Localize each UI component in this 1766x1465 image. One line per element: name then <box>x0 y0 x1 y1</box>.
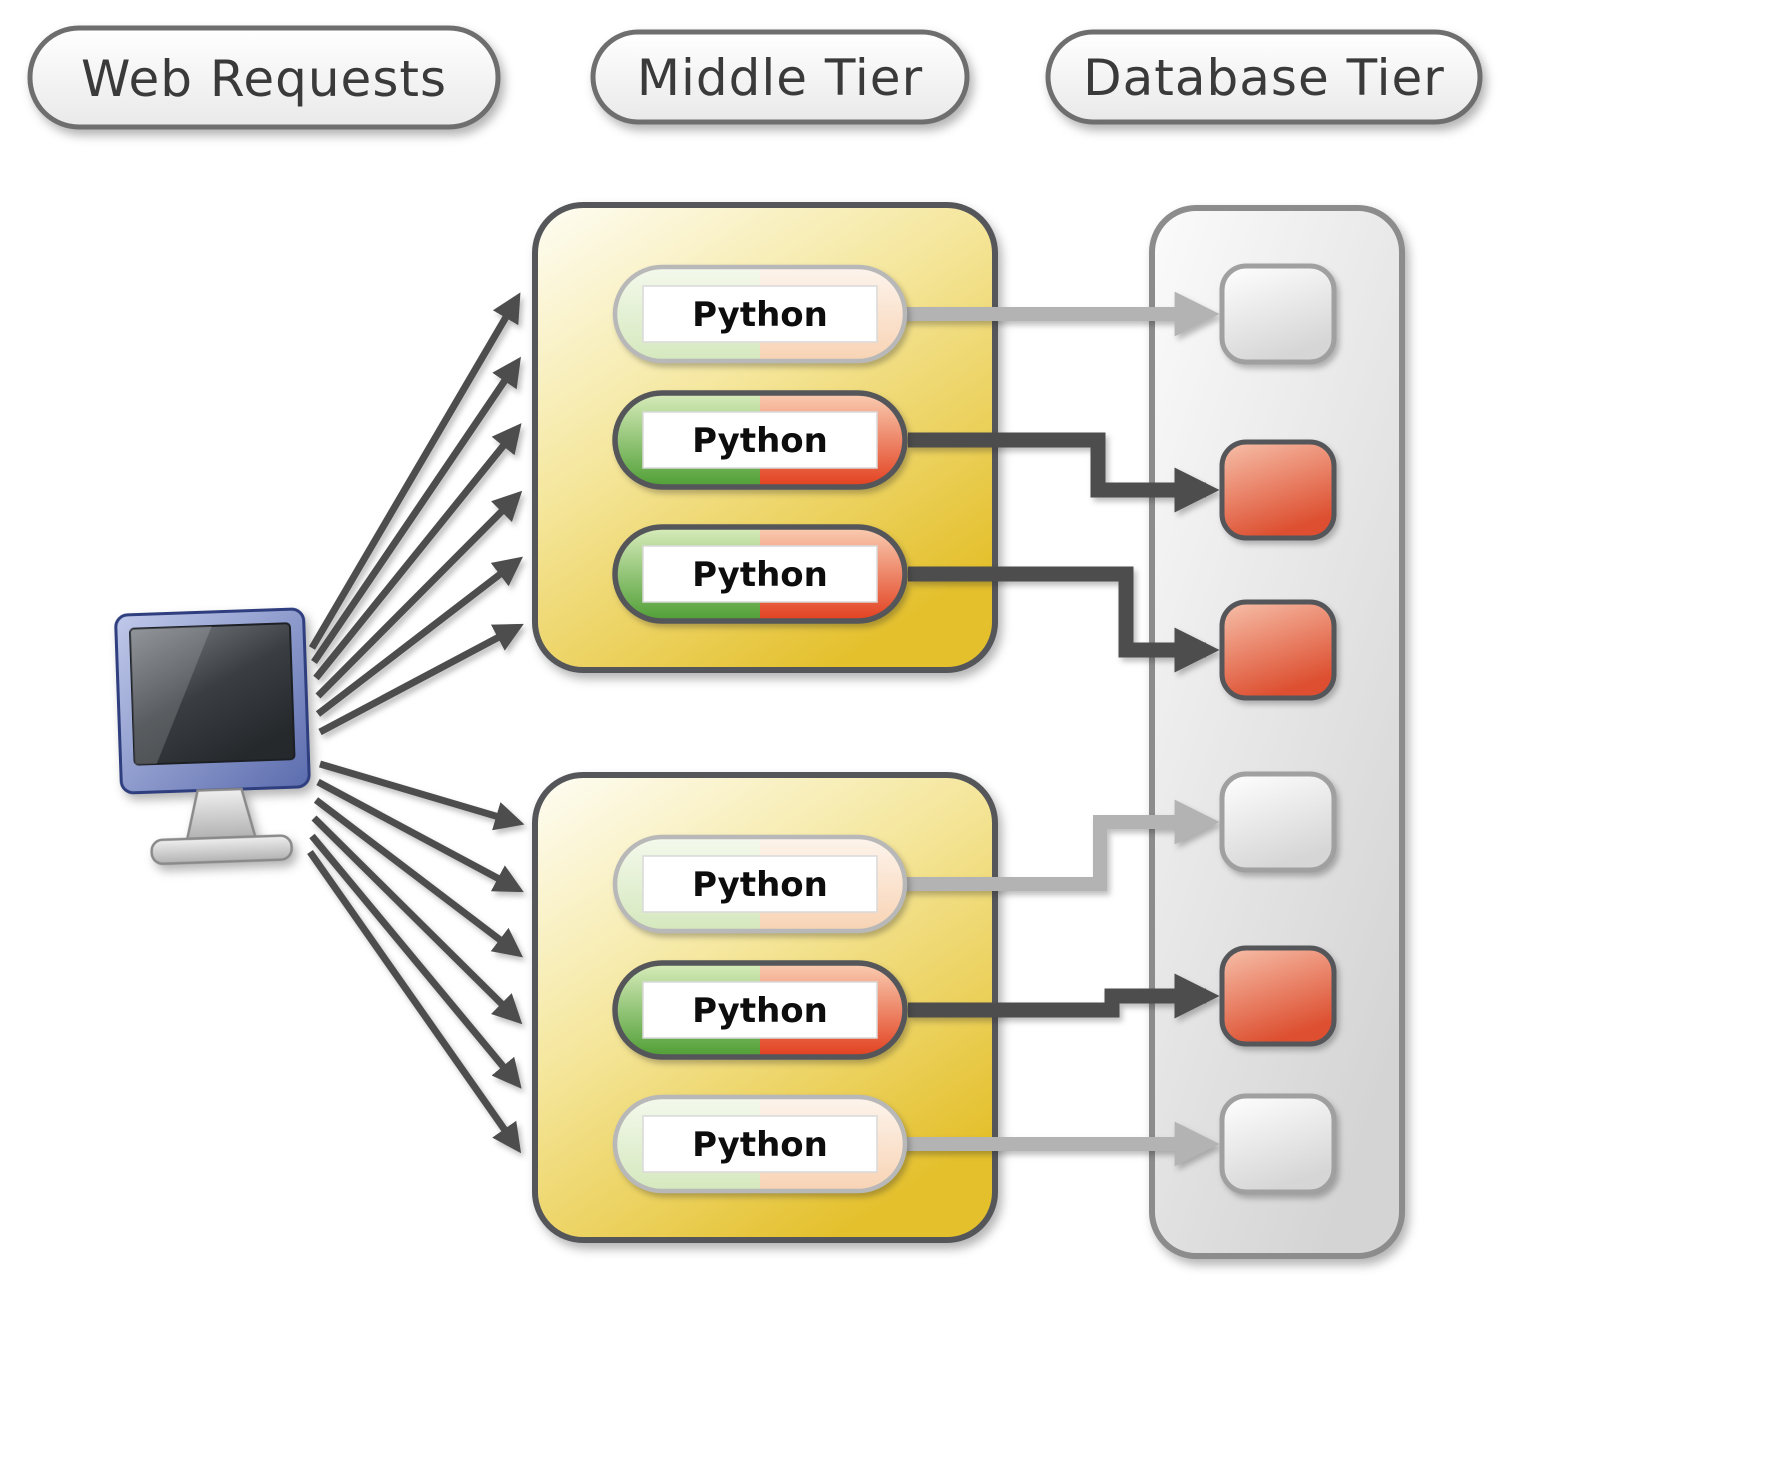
request-arrow <box>319 760 525 831</box>
header-web-requests: Web Requests <box>27 25 501 130</box>
process-label-box <box>642 545 878 603</box>
connection-arrow-idle-2 <box>902 799 1220 891</box>
request-arrow <box>316 778 524 893</box>
request-arrow <box>313 797 524 958</box>
web-request-arrows <box>307 292 525 1154</box>
process-outline <box>612 390 908 490</box>
process-outline <box>612 960 908 1060</box>
request-arrow <box>308 292 521 650</box>
process-outline <box>612 1094 908 1194</box>
python-process: Python <box>612 960 908 1060</box>
db-node-idle <box>1219 263 1337 365</box>
connection-arrow-busy-3 <box>908 973 1220 1019</box>
process-label-box <box>642 855 878 913</box>
database-nodes <box>1219 263 1337 1195</box>
db-node-busy <box>1219 439 1337 541</box>
process-label: Python <box>692 1125 828 1165</box>
header-middle-tier: Middle Tier <box>590 29 970 125</box>
process-outline <box>612 834 908 934</box>
monitor-screen-glare <box>129 625 212 765</box>
request-arrow <box>313 423 522 681</box>
db-node-busy <box>1219 945 1337 1047</box>
connection-arrow-busy-1 <box>908 432 1220 513</box>
db-node-idle <box>1219 1093 1337 1195</box>
request-arrow <box>309 833 522 1089</box>
connection-arrow-busy-2 <box>908 566 1220 673</box>
header-middle-tier-label: Middle Tier <box>637 49 923 107</box>
monitor-stand-neck <box>185 787 257 841</box>
python-process: Python <box>612 834 908 934</box>
header-database-tier: Database Tier <box>1045 29 1483 125</box>
process-label: Python <box>692 991 828 1031</box>
process-label: Python <box>692 555 828 595</box>
header-pill-shape <box>1045 29 1483 125</box>
header-pill-shape <box>590 29 970 125</box>
header-pill-shape <box>27 25 501 130</box>
process-label-box <box>642 981 878 1039</box>
python-process: Python <box>612 264 908 364</box>
process-label-box <box>642 411 878 469</box>
process-label: Python <box>692 295 828 335</box>
db-node-busy <box>1219 599 1337 701</box>
process-outline <box>612 524 908 624</box>
db-node-idle <box>1219 771 1337 873</box>
python-process: Python <box>612 524 908 624</box>
monitor-screen <box>129 622 296 766</box>
request-arrow <box>311 356 521 664</box>
header-database-tier-label: Database Tier <box>1083 49 1445 107</box>
process-label-box <box>642 285 878 343</box>
process-label: Python <box>692 865 828 905</box>
monitor-stand-base <box>150 834 293 866</box>
db-connection-arrows <box>902 291 1220 1167</box>
request-arrow <box>307 849 522 1154</box>
python-process: Python <box>612 390 908 490</box>
request-arrow <box>318 623 524 736</box>
python-process: Python <box>612 1094 908 1194</box>
process-outline <box>612 264 908 364</box>
request-arrow <box>315 490 523 699</box>
request-arrow <box>315 556 523 717</box>
request-arrow <box>311 815 523 1025</box>
header-web-requests-label: Web Requests <box>81 50 447 108</box>
process-label-box <box>642 1115 878 1173</box>
monitor-icon <box>114 607 311 866</box>
process-label: Python <box>692 421 828 461</box>
